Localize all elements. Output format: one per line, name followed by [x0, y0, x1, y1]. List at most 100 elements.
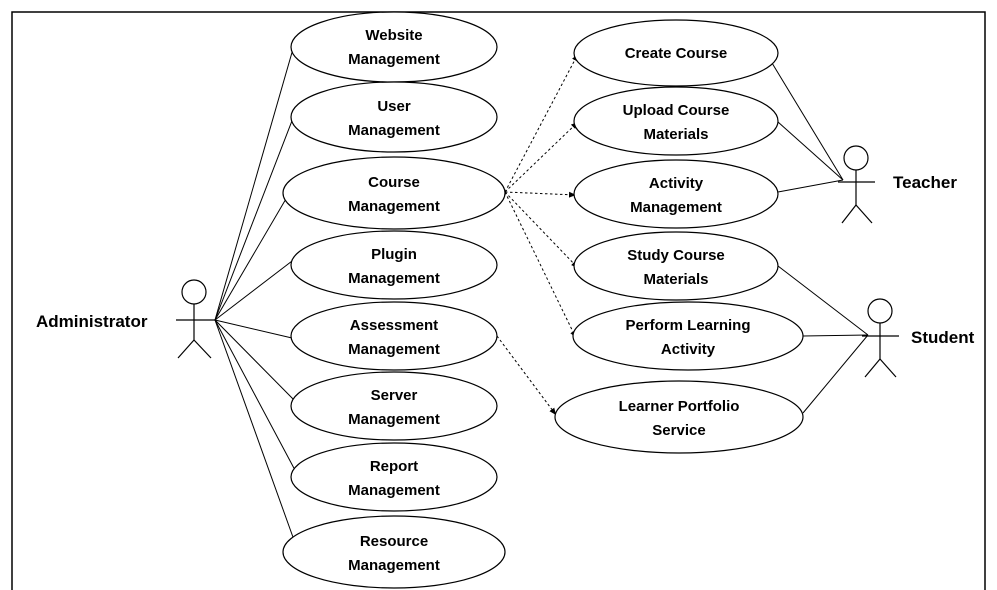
association-admin-resource — [214, 319, 295, 541]
teacher-right-leg — [855, 204, 873, 224]
label-assessment-management-line2: Management — [348, 341, 440, 358]
use-case-perform-learning-activity — [572, 301, 804, 371]
student-right-leg — [879, 358, 897, 378]
svg-text:Report: Report — [370, 458, 418, 475]
label-activity-management-line2: Management — [630, 199, 722, 216]
label-activity-management-line1: Activity — [649, 175, 704, 192]
label-study-course-materials-line1: Study Course — [627, 247, 725, 264]
label-perform-learning-activity-line1: Perform Learning — [625, 317, 750, 334]
label-resource-management-line1: Resource — [360, 533, 428, 550]
student-actor — [862, 298, 899, 378]
use-case-upload-course-materials — [573, 86, 779, 156]
administrator-associations — [214, 41, 297, 541]
diagram-frame — [11, 11, 986, 590]
use-case-labels: Website Management User Management Cours… — [348, 27, 750, 574]
use-case-plugin-management — [290, 230, 498, 300]
svg-text:Create Course: Create Course — [625, 45, 728, 62]
label-server-management-line2: Management — [348, 411, 440, 428]
svg-text:Activity: Activity — [649, 175, 704, 192]
svg-text:Management: Management — [348, 557, 440, 574]
use-case-assessment-management — [290, 301, 498, 371]
administrator-head-icon — [181, 279, 207, 305]
svg-text:Management: Management — [348, 411, 440, 428]
association-admin-user — [214, 112, 296, 321]
teacher-actor — [838, 145, 875, 224]
use-case-create-course — [573, 19, 779, 87]
association-teacher-upload — [777, 121, 844, 181]
use-case-resource-management — [282, 515, 506, 589]
svg-text:Perform Learning: Perform Learning — [625, 317, 750, 334]
svg-text:Learner Portfolio: Learner Portfolio — [619, 398, 740, 415]
association-admin-course — [214, 191, 291, 321]
administrator-left-leg — [177, 339, 195, 359]
association-admin-website — [214, 41, 296, 321]
association-admin-plugin — [214, 257, 297, 321]
association-teacher-activity — [777, 179, 844, 193]
association-teacher-create — [771, 62, 844, 181]
use-case-activity-management — [573, 159, 779, 229]
svg-text:Course: Course — [368, 174, 420, 191]
use-case-report-management — [290, 442, 498, 512]
student-head-icon — [867, 298, 893, 324]
dependency-course-activity — [504, 191, 577, 198]
svg-text:Management: Management — [348, 270, 440, 287]
dependency-course-study — [504, 191, 579, 269]
dependency-course-create — [504, 53, 579, 193]
label-website-management-line1: Website — [365, 27, 422, 44]
label-plugin-management-line2: Management — [348, 270, 440, 287]
label-user-management-line2: Management — [348, 122, 440, 139]
svg-text:Plugin: Plugin — [371, 246, 417, 263]
association-student-study — [777, 265, 869, 336]
svg-text:Upload Course: Upload Course — [623, 102, 730, 119]
label-course-management-line1: Course — [368, 174, 420, 191]
teacher-head-icon — [843, 145, 869, 171]
student-label: Student — [911, 328, 975, 347]
use-case-user-management — [290, 81, 498, 153]
use-case-server-management — [290, 371, 498, 441]
teacher-left-leg — [841, 204, 857, 224]
label-course-management-line2: Management — [348, 198, 440, 215]
svg-text:Materials: Materials — [643, 126, 708, 143]
label-plugin-management-line1: Plugin — [371, 246, 417, 263]
administrator-label: Administrator — [36, 312, 148, 331]
administrator-right-leg — [193, 339, 212, 359]
dependency-course-perform — [504, 191, 577, 339]
label-report-management-line1: Report — [370, 458, 418, 475]
svg-text:User: User — [377, 98, 411, 115]
svg-text:Management: Management — [348, 341, 440, 358]
dependency-course-upload — [504, 121, 579, 193]
teacher-label: Teacher — [893, 173, 957, 192]
svg-text:Management: Management — [348, 482, 440, 499]
use-cases — [282, 11, 804, 589]
use-case-study-course-materials — [573, 231, 779, 301]
association-admin-assessment — [214, 319, 293, 339]
label-upload-course-materials-line2: Materials — [643, 126, 708, 143]
administrator-actor — [176, 279, 215, 359]
svg-text:Management: Management — [348, 51, 440, 68]
svg-text:Server: Server — [371, 387, 418, 404]
label-report-management-line2: Management — [348, 482, 440, 499]
actor-associations — [771, 62, 869, 414]
student-left-leg — [864, 358, 881, 378]
label-assessment-management-line1: Assessment — [350, 317, 438, 334]
svg-text:Resource: Resource — [360, 533, 428, 550]
svg-text:Management: Management — [348, 198, 440, 215]
label-create-course: Create Course — [625, 45, 728, 62]
association-admin-server — [214, 319, 297, 403]
label-website-management-line2: Management — [348, 51, 440, 68]
svg-text:Activity: Activity — [661, 341, 716, 358]
label-user-management-line1: User — [377, 98, 411, 115]
label-server-management-line1: Server — [371, 387, 418, 404]
svg-text:Management: Management — [348, 122, 440, 139]
svg-text:Materials: Materials — [643, 271, 708, 288]
svg-text:Website: Website — [365, 27, 422, 44]
dependency-assessment-portfolio — [496, 335, 557, 416]
label-learner-portfolio-service-line1: Learner Portfolio — [619, 398, 740, 415]
label-upload-course-materials-line1: Upload Course — [623, 102, 730, 119]
svg-text:Management: Management — [630, 199, 722, 216]
association-admin-report — [214, 319, 297, 473]
label-learner-portfolio-service-line2: Service — [652, 422, 705, 439]
label-perform-learning-activity-line2: Activity — [661, 341, 716, 358]
